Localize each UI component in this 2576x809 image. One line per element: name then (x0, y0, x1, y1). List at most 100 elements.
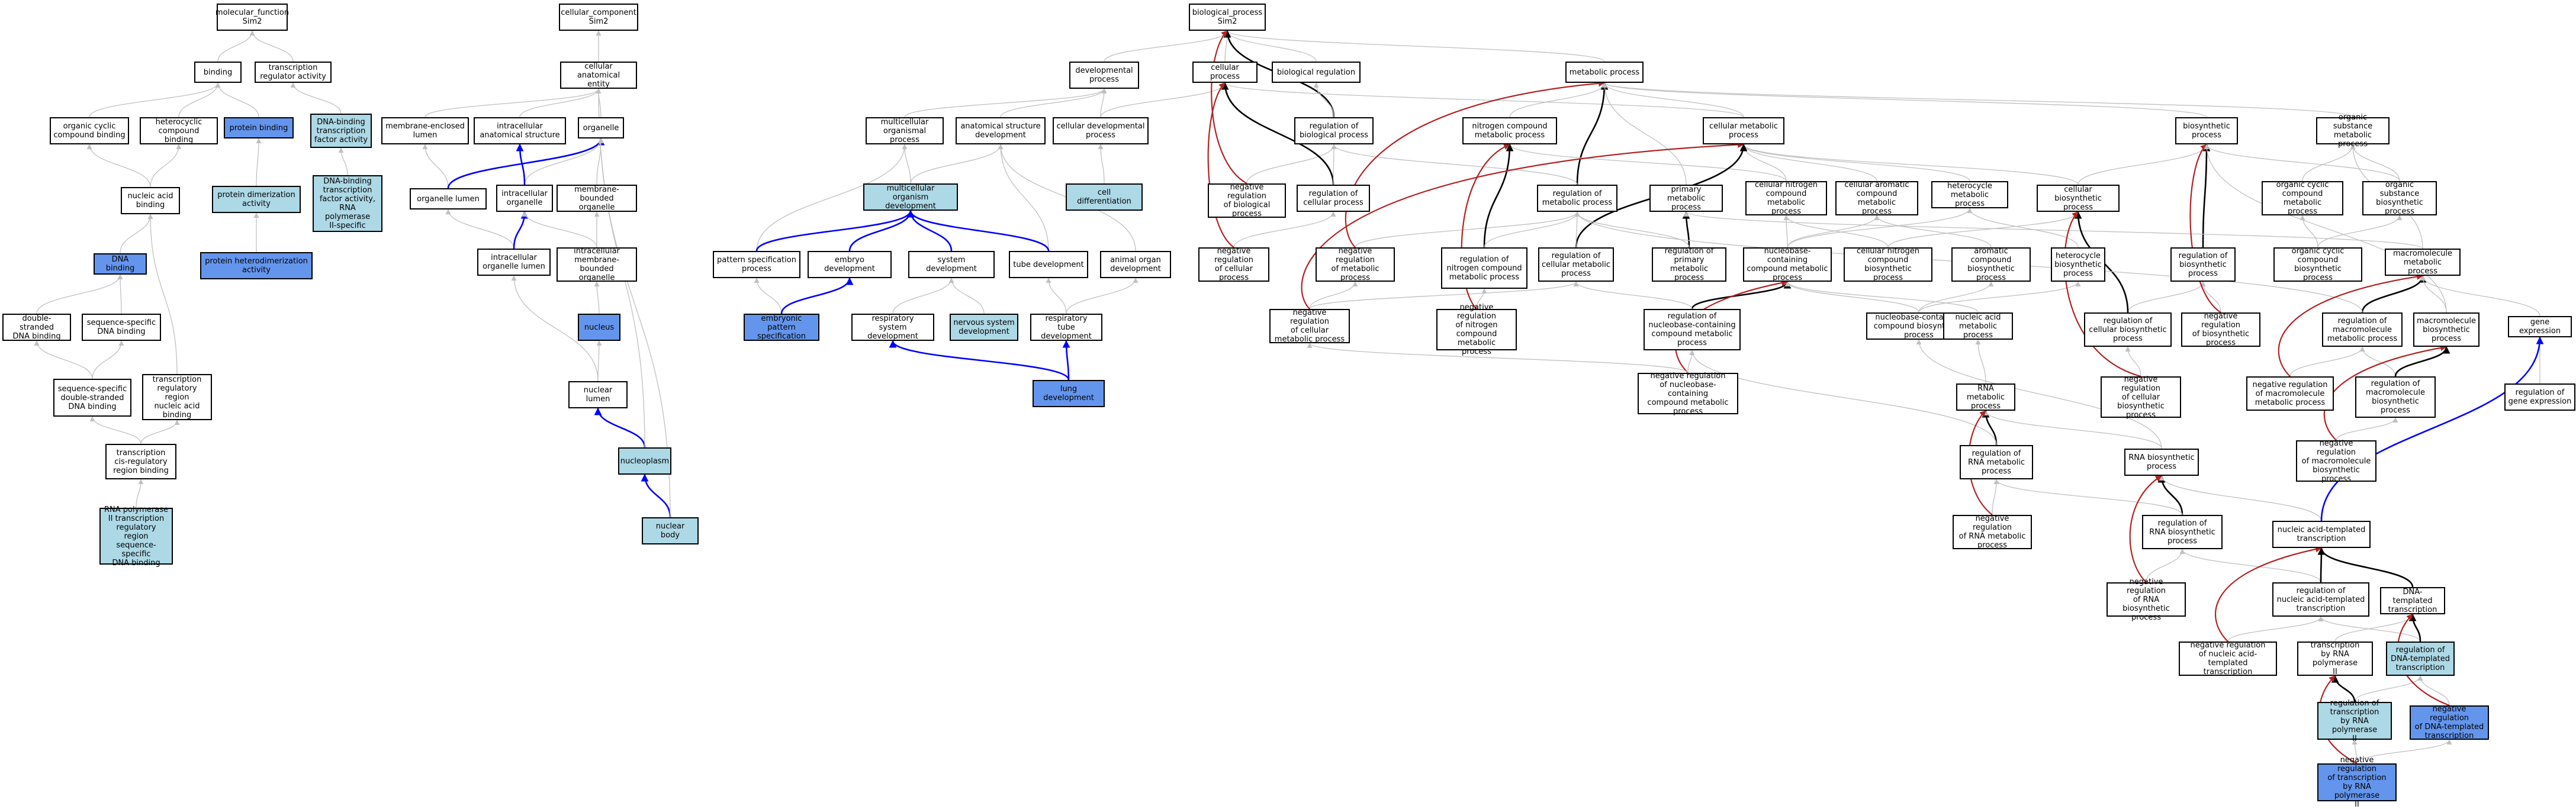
go-term-node-negRegDnaTemp[interactable]: negative regulation of DNA-templated tra… (2410, 705, 2489, 740)
go-term-node-cellBiosyn[interactable]: cellular biosynthetic process (2037, 185, 2120, 212)
go-term-node-naTemp[interactable]: nucleic acid-templated transcription (2272, 521, 2371, 548)
go-term-node-trRegNA[interactable]: transcription regulatory region nucleic … (142, 374, 212, 420)
go-term-node-devProc[interactable]: developmental process (1069, 62, 1139, 89)
go-term-node-dnaTFA[interactable]: DNA-binding transcription factor activit… (310, 114, 372, 148)
go-term-node-seqDS[interactable]: sequence-specific double-stranded DNA bi… (53, 379, 131, 417)
go-term-node-negRegBio[interactable]: negative regulation of biosynthetic proc… (2181, 312, 2260, 347)
go-term-node-trAct[interactable]: transcription regulator activity (255, 62, 332, 83)
go-term-node-regTrPol[interactable]: regulation of transcription by RNA polym… (2317, 699, 2392, 743)
go-term-node-negRegRnaMet[interactable]: negative regulation of RNA metabolic pro… (1953, 514, 2032, 550)
go-term-node-polIIReg[interactable]: RNA polymerase II transcription regulato… (99, 505, 173, 568)
go-term-node-regCP[interactable]: regulation of cellular process (1297, 185, 1370, 212)
go-term-node-intraAnat[interactable]: intracellular anatomical structure (474, 117, 566, 144)
go-term-node-intraOrg[interactable]: intracellular organelle (496, 185, 553, 212)
go-term-node-intraMemOrg[interactable]: intracellular membrane-bounded organelle (557, 247, 637, 282)
go-term-node-cellProc[interactable]: cellular process (1192, 62, 1258, 83)
go-term-node-embDev[interactable]: embryo development (808, 251, 892, 278)
go-term-node-cellMet[interactable]: cellular metabolic process (1703, 117, 1784, 144)
go-term-node-dnaTemp[interactable]: DNA-templated transcription (2380, 587, 2445, 614)
go-term-node-bp[interactable]: biological_process Sim2 (1189, 4, 1266, 31)
go-term-node-negRegNaTemp[interactable]: negative regulation of nucleic acid-temp… (2179, 641, 2277, 676)
go-term-node-negRegNitMet[interactable]: negative regulation of nitrogen compound… (1436, 303, 1517, 356)
go-term-node-geneExpr[interactable]: gene expression (2508, 316, 2572, 337)
go-term-node-nucLumen[interactable]: nuclear lumen (568, 381, 628, 408)
go-term-node-primMet[interactable]: primary metabolic process (1649, 185, 1723, 212)
go-term-node-negRegMacroMet[interactable]: negative regulation of macromolecule met… (2246, 376, 2334, 411)
go-term-node-nervSys[interactable]: nervous system development (950, 314, 1018, 341)
go-term-node-negRegMP[interactable]: negative regulation of metabolic process (1316, 247, 1395, 282)
go-term-node-binding[interactable]: binding (194, 62, 242, 83)
go-term-node-bioReg[interactable]: biological regulation (1272, 62, 1361, 83)
go-term-node-regCellMet[interactable]: regulation of cellular metabolic process (1538, 247, 1614, 282)
go-term-node-regPrimMet[interactable]: regulation of primary metabolic process (1652, 247, 1726, 282)
go-term-node-naMet[interactable]: nucleic acid metabolic process (1943, 312, 2013, 340)
go-term-node-nbcMet[interactable]: nucleobase-containing compound metabolic… (1743, 247, 1832, 282)
go-term-node-negRegRnaBio[interactable]: negative regulation of RNA biosynthetic … (2107, 578, 2186, 622)
go-term-node-organelle[interactable]: organelle (578, 117, 624, 138)
go-term-node-animOrgDev[interactable]: animal organ development (1100, 251, 1171, 278)
go-term-node-regRnaBio[interactable]: regulation of RNA biosynthetic process (2142, 515, 2223, 549)
go-term-node-multiOrg[interactable]: multicellular organismal process (866, 117, 944, 144)
go-term-node-intraOrgLumen[interactable]: intracellular organelle lumen (477, 249, 551, 276)
go-term-node-negRegNbc[interactable]: negative regulation of nucleobase-contai… (1638, 372, 1738, 416)
go-term-node-cae[interactable]: cellular anatomical entity (560, 62, 637, 89)
go-term-node-hetMet[interactable]: heterocycle metabolic process (1931, 181, 2008, 208)
go-term-node-hetBio[interactable]: heterocycle biosynthetic process (2051, 247, 2105, 282)
go-term-node-hetCyc[interactable]: heterocyclic compound binding (140, 117, 218, 144)
go-term-node-protDim[interactable]: protein dimerization activity (212, 186, 301, 213)
go-term-node-memOrg[interactable]: membrane-bounded organelle (557, 185, 637, 212)
go-term-node-cisReg[interactable]: transcription cis-regulatory region bind… (105, 444, 176, 479)
go-term-node-multiOrgDev[interactable]: multicellular organism development (863, 183, 958, 211)
go-term-node-cellNitMet[interactable]: cellular nitrogen compound metabolic pro… (1745, 181, 1827, 216)
go-term-node-regMacroBio[interactable]: regulation of macromolecule biosynthetic… (2355, 376, 2436, 418)
go-term-node-regNaTemp[interactable]: regulation of nucleic acid-templated tra… (2272, 582, 2369, 617)
go-term-node-orgCycMet[interactable]: organic cyclic compound metabolic proces… (2262, 181, 2343, 216)
go-term-node-negRegCP[interactable]: negative regulation of cellular process (1198, 247, 1269, 282)
go-term-node-regRnaMet[interactable]: regulation of RNA metabolic process (1960, 445, 2033, 479)
go-term-node-nucAcid[interactable]: nucleic acid binding (121, 187, 180, 214)
go-term-node-embPat[interactable]: embryonic pattern specification (744, 314, 819, 341)
go-term-node-cellDiff[interactable]: cell differentiation (1066, 183, 1143, 211)
go-term-node-seqDNA[interactable]: sequence-specific DNA binding (82, 314, 161, 341)
go-term-node-orgCycBio[interactable]: organic cyclic compound biosynthetic pro… (2273, 247, 2362, 282)
go-term-node-macroMet[interactable]: macromolecule metabolic process (2385, 249, 2461, 276)
go-term-node-respTube[interactable]: respiratory tube development (1030, 314, 1102, 341)
go-term-node-patSpec[interactable]: pattern specification process (713, 251, 800, 278)
go-term-node-trPol[interactable]: transcription by RNA polymerase II (2297, 641, 2373, 676)
go-term-node-tubeDev[interactable]: tube development (1009, 251, 1088, 278)
go-term-node-nucleus[interactable]: nucleus (578, 314, 620, 341)
go-term-node-dnaTFAPol[interactable]: DNA-binding transcription factor activit… (313, 175, 382, 232)
go-term-node-orgCyc[interactable]: organic cyclic compound binding (50, 117, 129, 144)
go-term-node-negRegCellBio[interactable]: negative regulation of cellular biosynth… (2101, 375, 2181, 420)
go-term-node-regBP[interactable]: regulation of biological process (1294, 117, 1374, 144)
go-term-node-nitCmp[interactable]: nitrogen compound metabolic process (1462, 117, 1557, 144)
go-term-node-respSys[interactable]: respiratory system development (851, 314, 934, 341)
go-term-node-negRegBP[interactable]: negative regulation of biological proces… (1208, 183, 1286, 218)
go-term-node-cellNitBio[interactable]: cellular nitrogen compound biosynthetic … (1844, 247, 1932, 282)
go-term-node-mf[interactable]: molecular_function Sim2 (216, 4, 289, 31)
go-term-node-biosyn[interactable]: biosynthetic process (2175, 117, 2238, 144)
go-term-node-cc[interactable]: cellular_component Sim2 (559, 4, 638, 31)
go-term-node-regGeneExpr[interactable]: regulation of gene expression (2504, 383, 2575, 411)
go-term-node-orgSubBio[interactable]: organic substance biosynthetic process (2362, 181, 2437, 216)
go-term-node-dnaBind[interactable]: DNA binding (94, 253, 147, 275)
go-term-node-protBind[interactable]: protein binding (224, 117, 294, 138)
go-term-node-nucBody[interactable]: nuclear body (642, 517, 699, 544)
go-term-node-regMacroMet[interactable]: regulation of macromolecule metabolic pr… (2322, 312, 2403, 347)
go-term-node-rnaBio[interactable]: RNA biosynthetic process (2124, 449, 2199, 476)
go-term-node-lungDev[interactable]: lung development (1033, 380, 1105, 407)
go-term-node-orgSubMet[interactable]: organic substance metabolic process (2316, 113, 2390, 149)
go-term-node-macroBio[interactable]: macromolecule biosynthetic process (2413, 312, 2479, 347)
go-term-node-memEncl[interactable]: membrane-enclosed lumen (381, 117, 469, 144)
go-term-node-negRegTrPol[interactable]: negative regulation of transcription by … (2317, 756, 2397, 809)
go-term-node-aroBio[interactable]: aromatic compound biosynthetic process (1951, 247, 2031, 282)
go-term-node-regBio[interactable]: regulation of biosynthetic process (2170, 247, 2236, 282)
go-term-node-nucleoplasm[interactable]: nucleoplasm (618, 447, 671, 475)
go-term-node-negRegCellMet[interactable]: negative regulation of cellular metaboli… (1269, 308, 1350, 344)
go-term-node-metProc[interactable]: metabolic process (1565, 62, 1644, 83)
go-term-node-orgLumen[interactable]: organelle lumen (410, 188, 487, 209)
go-term-node-regMP[interactable]: regulation of metabolic process (1537, 185, 1617, 212)
go-term-node-regNitMet[interactable]: regulation of nitrogen compound metaboli… (1441, 247, 1527, 289)
go-term-node-anatDev[interactable]: anatomical structure development (956, 117, 1046, 144)
go-term-node-regNbcMet[interactable]: regulation of nucleobase-containing comp… (1644, 309, 1741, 350)
